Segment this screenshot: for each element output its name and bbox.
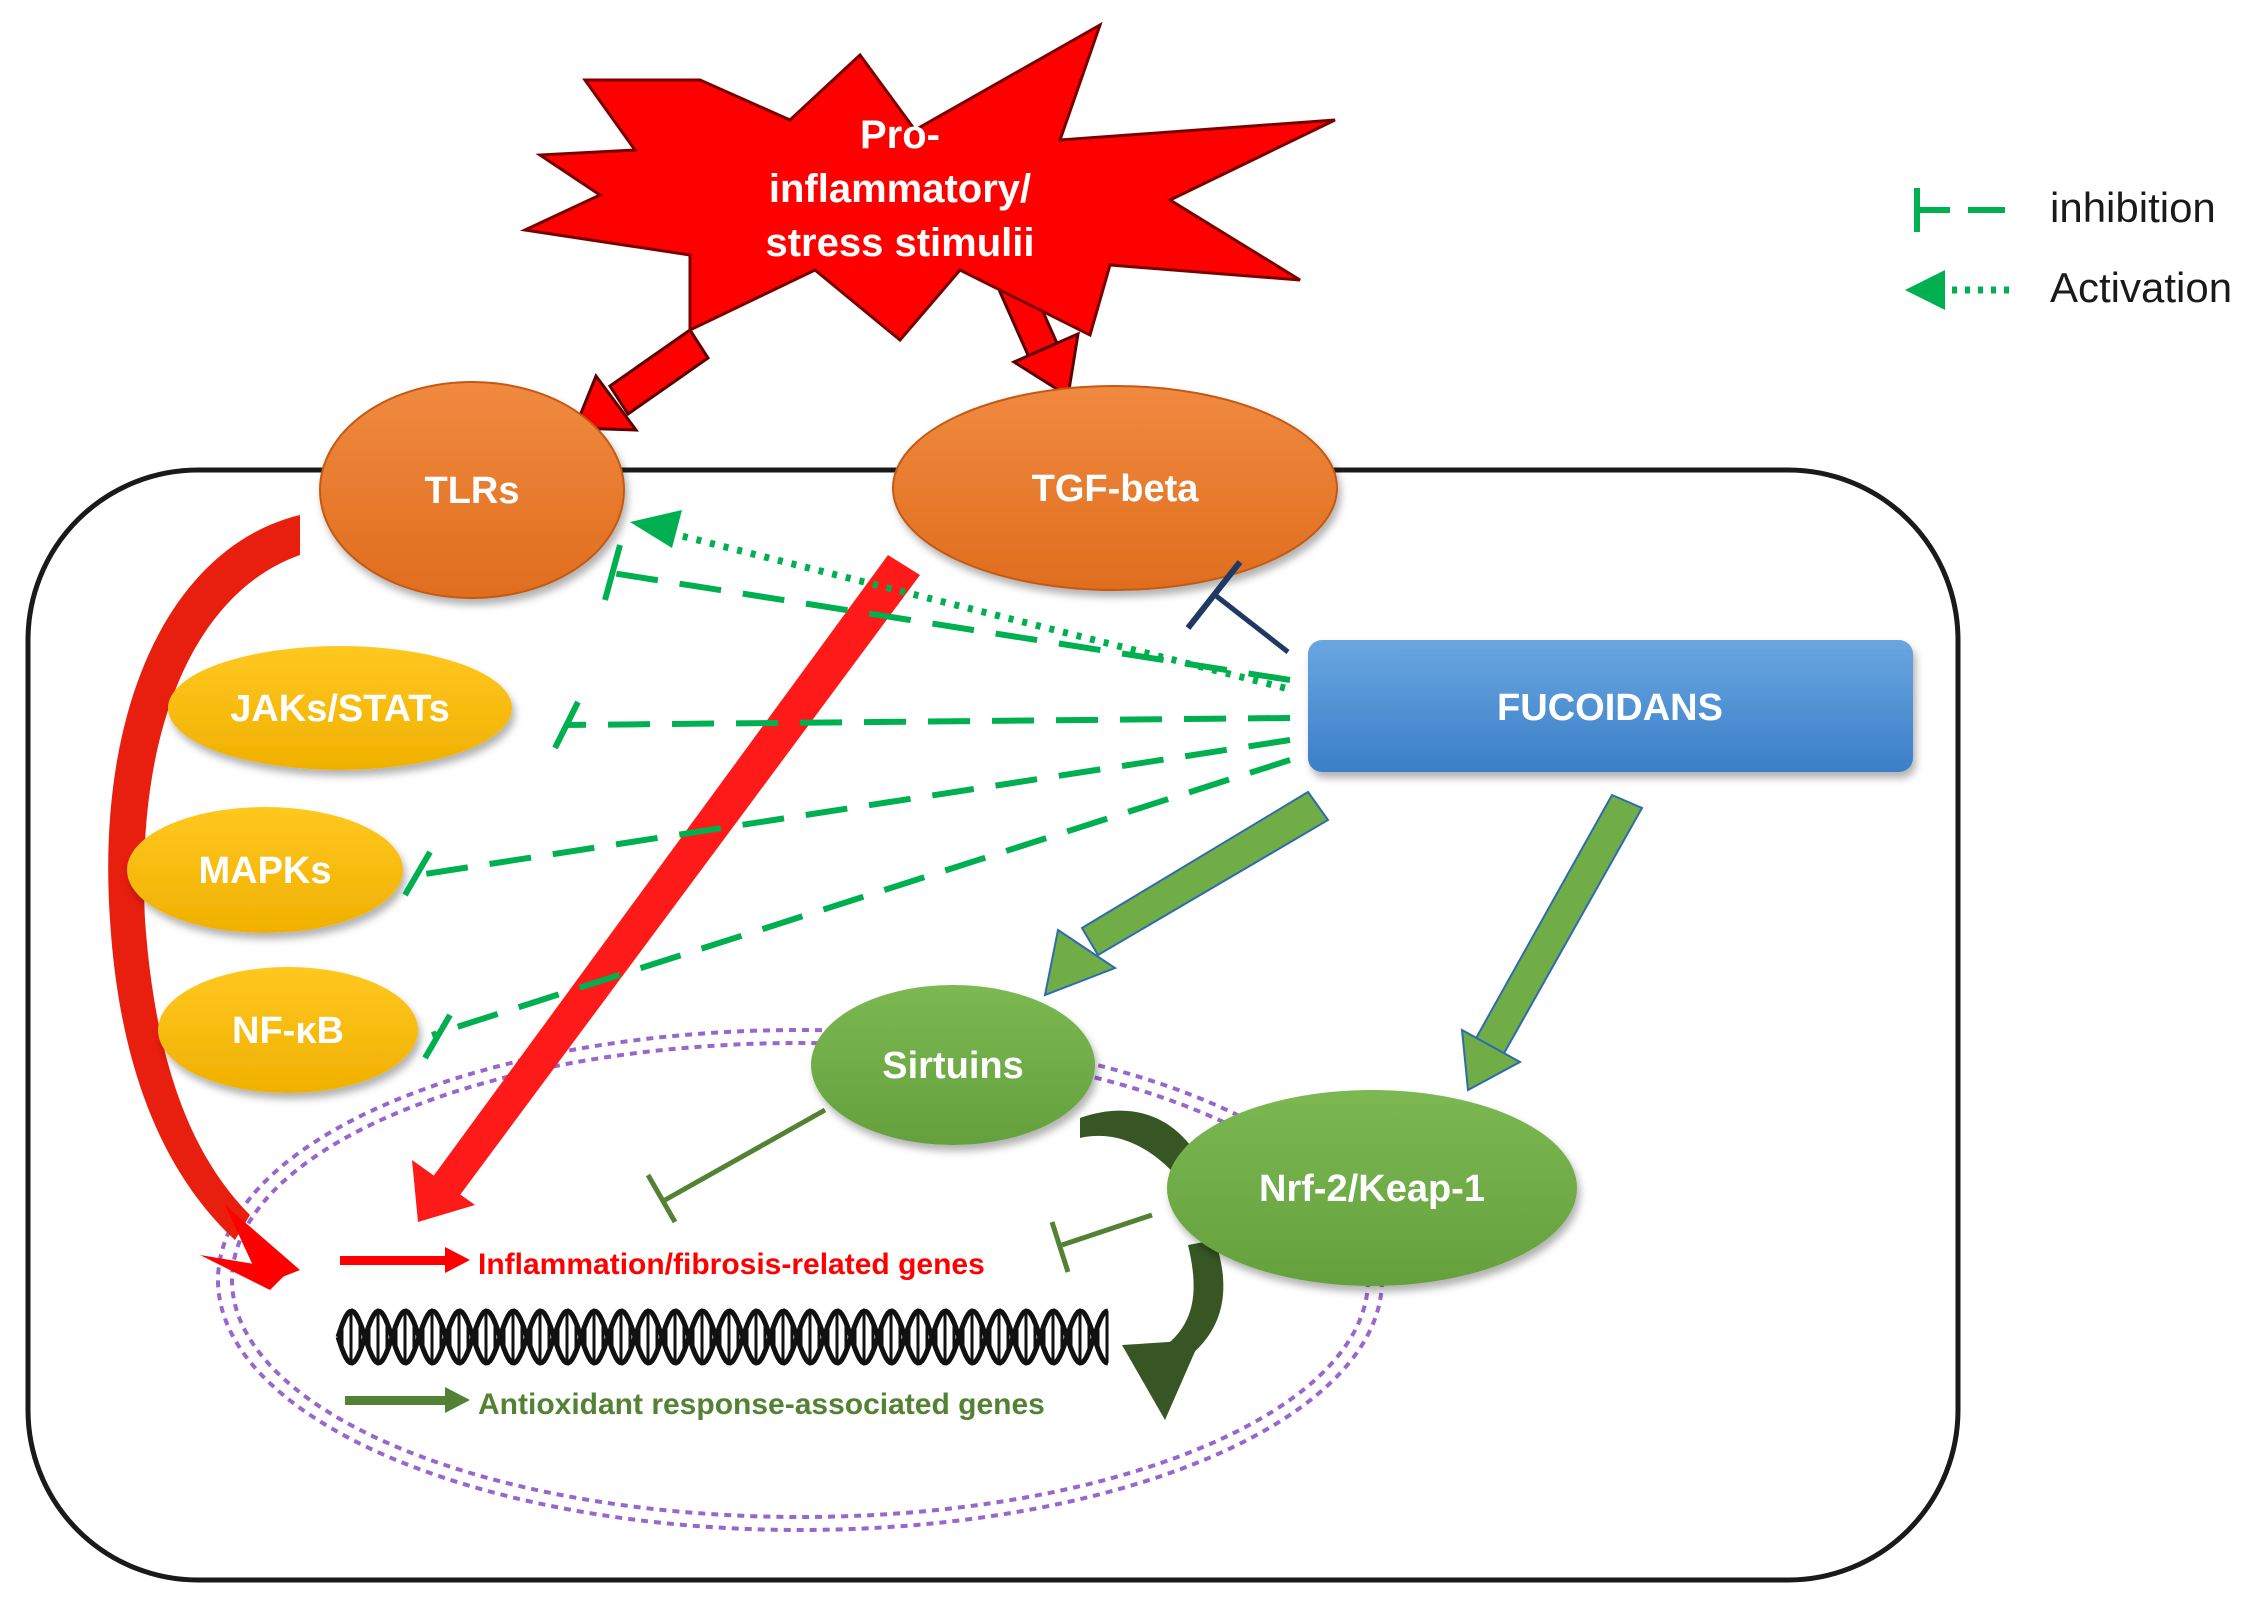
- fucoidans-to-nrf2-arrow: [1460, 793, 1644, 1092]
- antioxidant-genes-label: Antioxidant response-associated genes: [478, 1388, 1045, 1421]
- stimulus-label-line3: stress stimulii: [765, 221, 1034, 265]
- inhibition-fucoidans-jaks: [552, 700, 1291, 750]
- fucoidans-to-sirtuins-arrow: [1043, 790, 1330, 997]
- tgf-to-genes-arrow: [412, 555, 920, 1222]
- nfkb-node: [158, 967, 418, 1093]
- inhibition-nrf2-genes: [1049, 1212, 1153, 1273]
- stimulus-label-line2: inflammatory/: [769, 167, 1031, 211]
- nrf2-keap1-label: Nrf-2/Keap-1: [1259, 1168, 1485, 1210]
- dna-helix: [335, 1308, 1109, 1366]
- nfkb-label: NF-κB: [232, 1010, 344, 1052]
- inhibition-fucoidans-tgf: [1185, 560, 1290, 654]
- antioxidant-genes-arrow: [345, 1387, 470, 1413]
- dna-strand: [335, 1308, 1109, 1366]
- tgf-beta-node: [892, 385, 1338, 591]
- legend-inhibition-symbol: [1914, 188, 2005, 232]
- legend-activation-label: Activation: [2050, 264, 2232, 311]
- stimulus-label-line1: Pro-: [860, 113, 940, 157]
- legend-inhibition-label: inhibition: [2050, 184, 2216, 231]
- nrf2-keap1-node: [1167, 1090, 1577, 1286]
- jaks-stats-node: [168, 646, 512, 770]
- jaks-stats-label: JAKs/STATs: [230, 688, 450, 730]
- activation-arrowhead: [630, 510, 682, 548]
- inhibition-sirtuins-genes: [645, 1107, 827, 1224]
- mapks-label: MAPKs: [198, 850, 331, 892]
- dna-strand: [335, 1308, 1109, 1366]
- tlrs-node: [319, 381, 625, 599]
- nrf2-to-antioxidant-arrow: [1122, 1240, 1224, 1420]
- sirtuins-label: Sirtuins: [882, 1045, 1023, 1087]
- stimulus-to-tlrs-arrow: [572, 327, 711, 432]
- inhibition-fucoidans-mapks: [402, 737, 1291, 897]
- inhibition-fucoidans-tlrs: [602, 544, 1291, 683]
- inhibition-fucoidans-nfkb: [422, 757, 1291, 1060]
- sirtuins-to-nrf2-arrow: [1080, 1110, 1200, 1180]
- fucoidans-node: [1308, 640, 1913, 772]
- legend-activation-symbol: [1905, 270, 2010, 310]
- inflammation-genes-label: Inflammation/fibrosis-related genes: [478, 1248, 985, 1281]
- mapks-node: [127, 807, 403, 933]
- legend: inhibition Activation: [1905, 184, 2232, 311]
- tgf-beta-label: TGF-beta: [1032, 468, 1200, 510]
- fucoidans-label: FUCOIDANS: [1497, 687, 1723, 729]
- sirtuins-node: [811, 985, 1095, 1145]
- stimulus-starburst: [519, 21, 1336, 343]
- inflammation-genes-arrow: [340, 1247, 470, 1273]
- tlr-to-genes-arrow: [108, 515, 300, 1290]
- tlrs-label: TLRs: [425, 470, 520, 512]
